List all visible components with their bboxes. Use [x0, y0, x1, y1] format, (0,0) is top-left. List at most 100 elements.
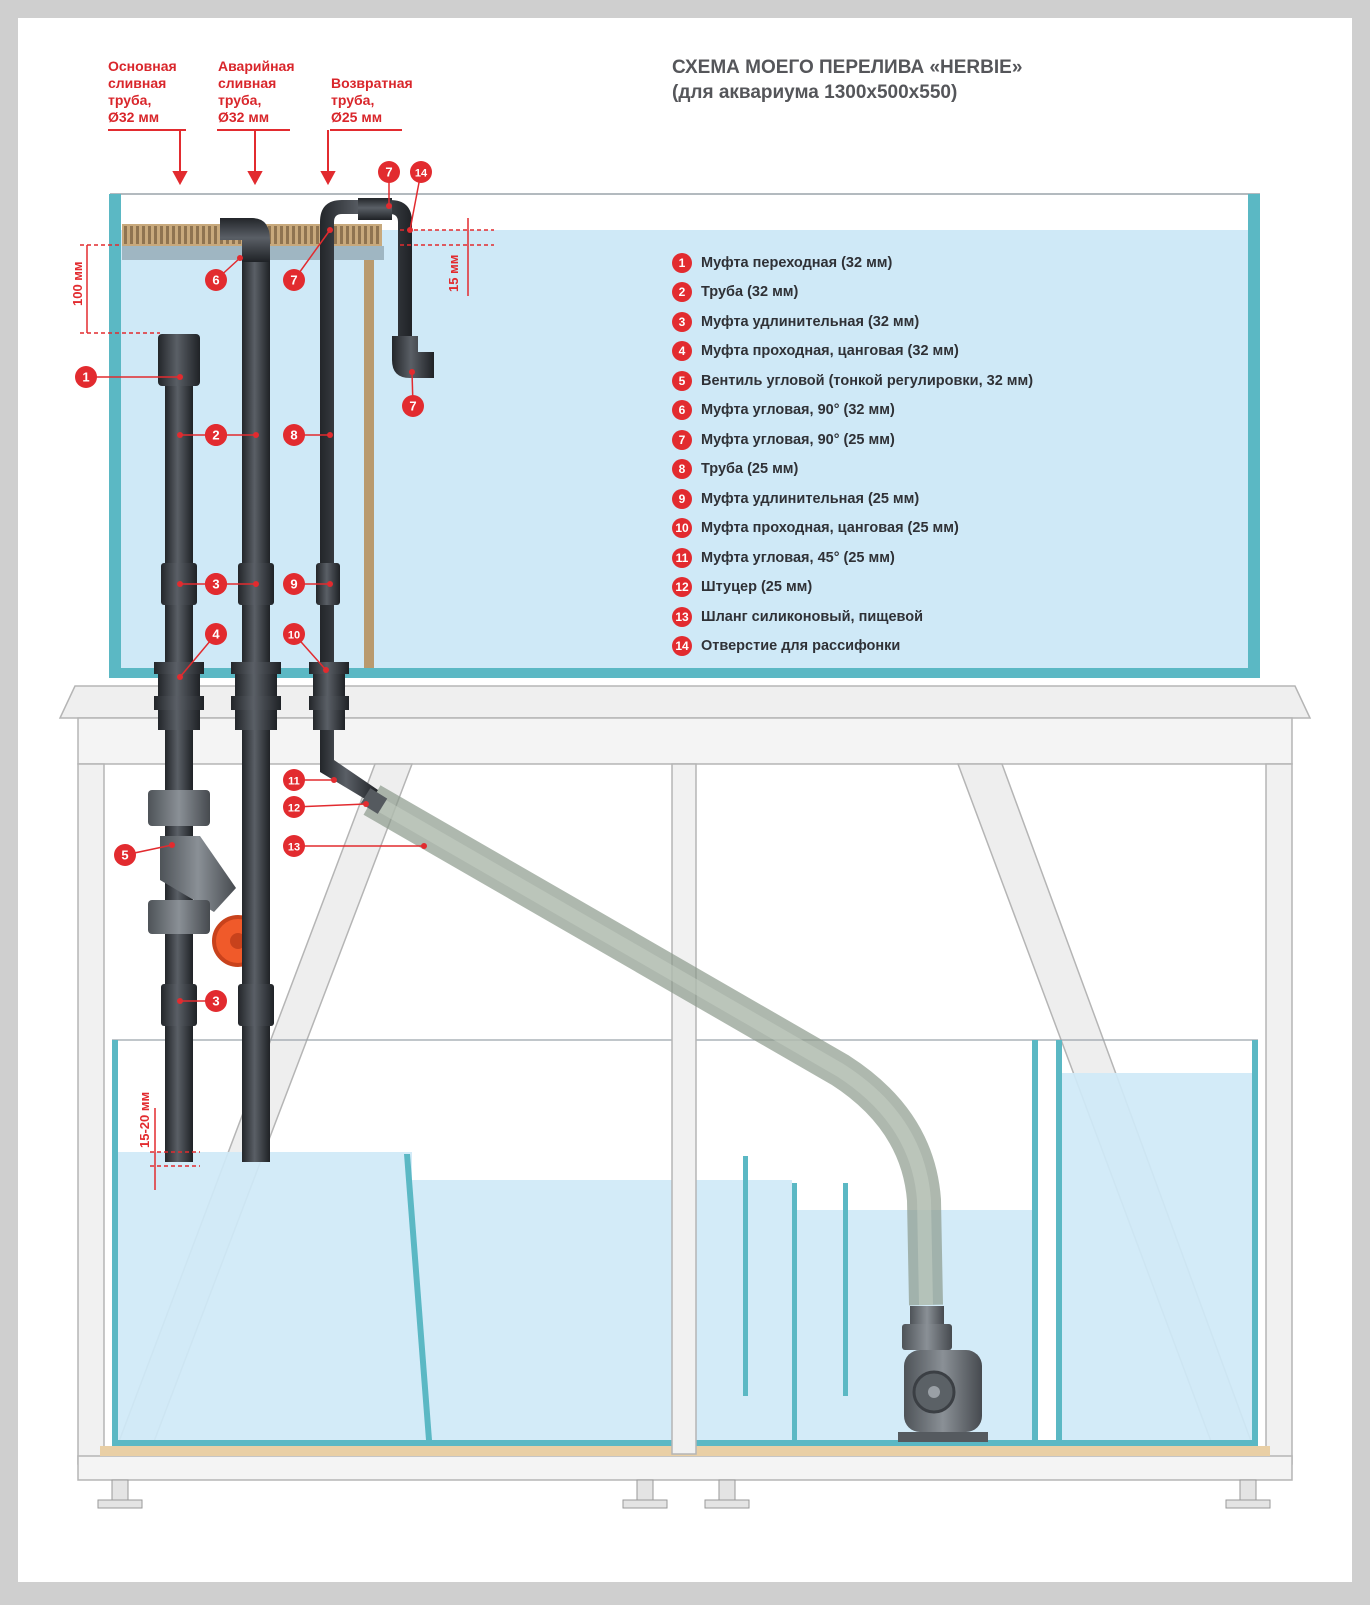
sump-baffle-1 [404, 1154, 432, 1440]
valve-union-top [148, 790, 210, 826]
callout-13: 13 [283, 835, 427, 857]
callout-3: 3 [177, 990, 227, 1012]
callout-7: 7 [402, 369, 424, 417]
callout-number: 7 [409, 399, 416, 414]
main-tank-left-glass [109, 194, 121, 674]
callout-8: 8 [283, 424, 333, 446]
sump-left-glass [112, 1040, 118, 1446]
legend-number-badge: 5 [672, 370, 692, 391]
callout-badge [75, 366, 97, 388]
callout-12: 12 [283, 796, 369, 818]
callout-badge [283, 796, 305, 818]
sump-water-4 [1062, 1073, 1252, 1444]
callout-6: 6 [205, 255, 243, 291]
legend-number-badge: 7 [672, 429, 692, 450]
comb-tooth [166, 226, 169, 244]
legend-label: Муфта угловая, 90° (25 мм) [701, 431, 895, 448]
title-line: Аварийная [218, 58, 295, 74]
hose-barb [360, 788, 388, 814]
callout-number: 12 [288, 803, 300, 815]
title-line: Ø25 мм [331, 109, 383, 125]
callout-1: 1 [75, 366, 183, 388]
callout-number: 4 [212, 627, 220, 642]
legend-item: 1 Муфта переходная (32 мм) [672, 248, 1033, 278]
overflow-wall [364, 260, 374, 668]
legend-number-badge: 14 [672, 636, 692, 657]
dim-100mm: 100 мм [70, 261, 85, 306]
callout-number: 1 [82, 370, 89, 385]
callout-badge [205, 573, 227, 595]
legend-number-badge: 1 [672, 252, 692, 273]
legend-number-badge: 11 [672, 547, 692, 568]
elbow-45 [320, 730, 378, 802]
legend-label: Муфта проходная, цанговая (32 мм) [701, 343, 959, 360]
legend-number-badge: 9 [672, 488, 692, 509]
silicone-hose-highlight [368, 793, 933, 1306]
stand-top-beam [77, 717, 1293, 765]
callout-dot [177, 432, 183, 438]
stand-bottom-beam [77, 1455, 1293, 1481]
bulkhead-nut-bottom-e [231, 696, 281, 710]
callout-badge [205, 623, 227, 645]
main-drain-title: Основная сливная труба, Ø32 мм [108, 58, 177, 126]
callout-badge [205, 990, 227, 1012]
callout-dot [386, 203, 392, 209]
callout-11: 11 [283, 769, 337, 791]
legend-label: Муфта угловая, 90° (32 мм) [701, 402, 895, 419]
comb-tooth [334, 226, 337, 244]
comb-tooth [178, 226, 181, 244]
callout-number: 3 [212, 994, 219, 1009]
callout-badge [378, 161, 400, 183]
bulkhead-nut-bottom-r [309, 696, 349, 710]
callout-number: 13 [288, 842, 300, 854]
callout-badge [114, 844, 136, 866]
sump-water-2 [412, 1180, 792, 1444]
extension-coupling-emergency-lower [238, 984, 274, 1026]
callout-badge [283, 424, 305, 446]
callout-number: 7 [385, 165, 392, 180]
callout-leader [293, 803, 367, 808]
legend-number-badge: 3 [672, 311, 692, 332]
callout-badge [283, 269, 305, 291]
comb-tooth [346, 226, 349, 244]
comb-tooth [214, 226, 217, 244]
callout-badge [283, 835, 305, 857]
pump-inlet [910, 1306, 944, 1324]
adapter-coupling [158, 334, 200, 386]
comb-tooth [316, 226, 319, 244]
stand-left-post [77, 763, 105, 1465]
scheme-title: СХЕМА МОЕГО ПЕРЕЛИВА «HERBIE» (для аквар… [672, 55, 1022, 105]
title-line: сливная [218, 75, 277, 91]
comb-tooth [202, 226, 205, 244]
callout-4: 4 [177, 623, 227, 680]
title-line: Ø32 мм [108, 109, 160, 125]
stand-right-post [1265, 763, 1293, 1465]
callout-7: 7 [378, 161, 400, 209]
callout-dot [177, 674, 183, 680]
callout-number: 3 [212, 577, 219, 592]
callout-3: 3 [205, 573, 259, 595]
comb-tooth [274, 226, 277, 244]
callout-badge [402, 395, 424, 417]
scheme-title-line-2: (для аквариума 1300х500х550) [672, 82, 958, 103]
elbow-25-top [358, 198, 392, 220]
dim-15-20mm: 15-20 мм [137, 1092, 152, 1148]
main-tank-right-glass [1248, 194, 1260, 674]
elbow-32 [220, 218, 270, 262]
legend-label: Труба (25 мм) [701, 461, 799, 478]
stand-foot [97, 1479, 143, 1509]
callout-dot [253, 581, 259, 587]
legend-label: Муфта переходная (32 мм) [701, 254, 893, 271]
callout-dot [421, 843, 427, 849]
callout-dot [327, 227, 333, 233]
return-pipe-title: Возвратная труба, Ø25 мм [331, 75, 413, 126]
callout-number: 10 [288, 630, 300, 642]
pump-inlet-nut [902, 1324, 952, 1350]
callout-dot [177, 998, 183, 1004]
bulkhead-nut-top [154, 662, 204, 674]
callout-number: 6 [212, 273, 219, 288]
